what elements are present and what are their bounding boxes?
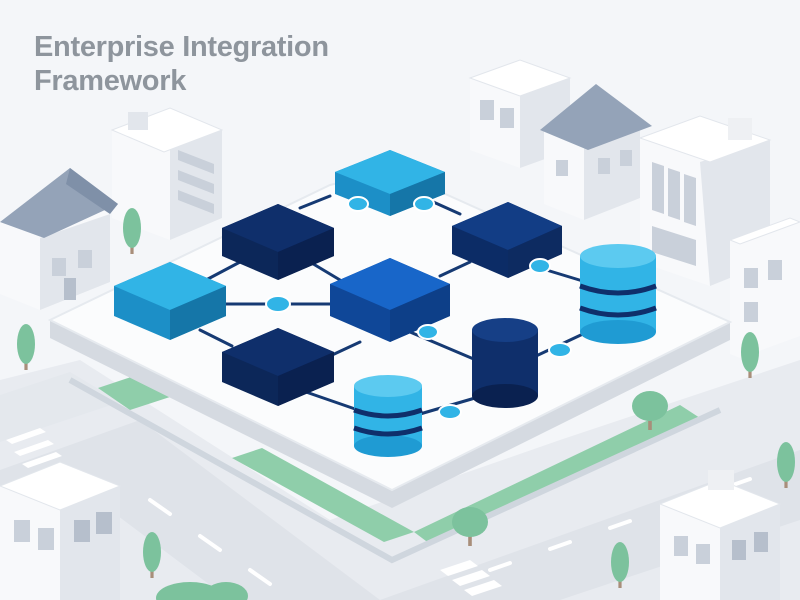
lawn-right [414,405,700,544]
node-lower-left-block [222,328,334,406]
title-line-1: Enterprise Integration [34,31,329,63]
connector-left-lower-left [198,328,234,348]
node-bottom-database [353,375,423,457]
house-right [540,84,652,220]
connector-dot [548,342,572,358]
connector-upper-left-left [204,260,242,282]
building-right-edge [728,217,800,358]
connector-dot [265,295,291,313]
node-right-database [579,244,657,344]
main-road [0,420,380,600]
building-front-right [658,470,782,600]
page-title: Enterprise Integration Framework [34,30,329,98]
cross-road [380,450,800,600]
connector-center-lower-left [328,340,362,358]
ground-layer [0,360,800,600]
crosswalk [6,428,502,596]
house-left [0,168,118,310]
connector-lower-left-database [304,390,360,412]
title-line-2: Framework [34,65,187,97]
node-middle-cylinder [472,318,538,408]
front-bushes [156,582,248,600]
connector-dot [417,324,439,340]
building-front-left [0,461,122,600]
curb-outline [68,377,722,564]
building-back-left [110,107,224,240]
connector-upper-right-center [438,260,472,278]
connector-dot [529,258,551,274]
connector-dot [347,196,369,212]
node-center-block [330,258,450,342]
node-left-block [114,262,226,340]
connector-dot [438,404,462,420]
connector-dots [265,196,572,420]
lawn-bottom [232,448,414,542]
node-upper-left-block [222,204,334,280]
connector-top-upper-left [298,194,332,210]
node-upper-right-block [452,202,562,278]
connector-dot [413,196,435,212]
connector-upper-left-center [308,260,342,282]
